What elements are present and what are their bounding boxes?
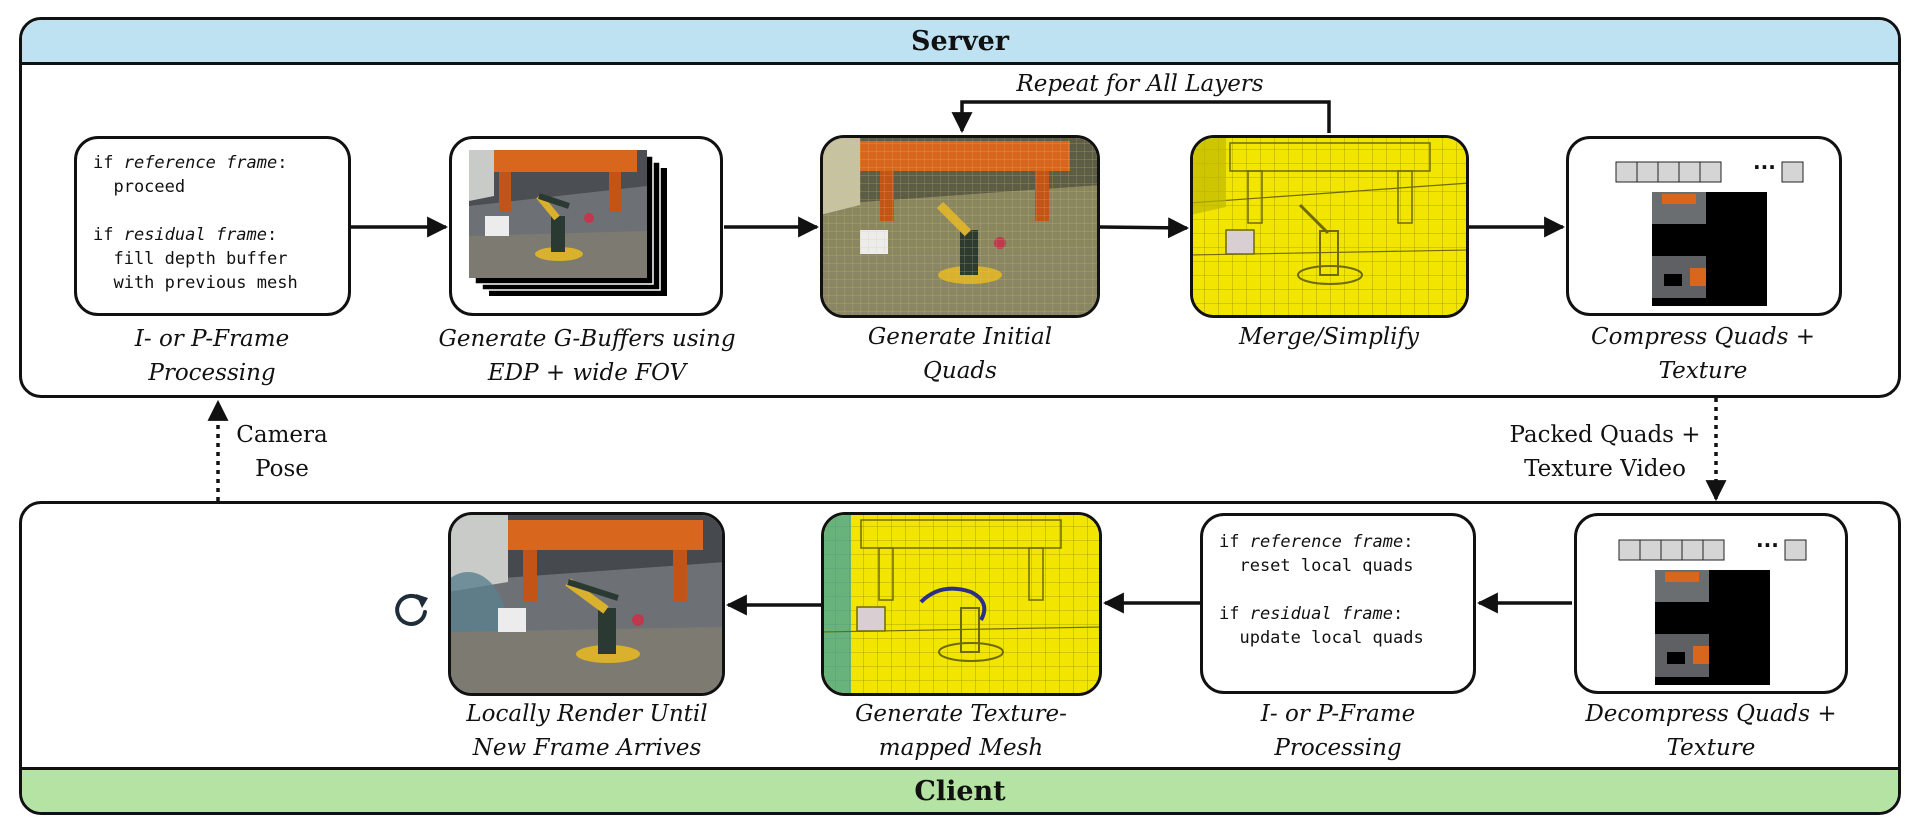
rendered-frame-image [451,515,722,693]
initial-quads-image [823,138,1097,315]
client-frame-code: if reference frame: reset local quads if… [1219,532,1424,648]
server-title: Server [22,20,1898,65]
client-step3-caption: Generate Texture-mapped Mesh [855,701,1067,761]
repeat-layers-label: Repeat for All Layers [1016,71,1264,97]
decompress-ellipsis: ··· [1756,533,1779,557]
server-compress-box: ··· [1566,136,1842,316]
packed-quads-label: Packed Quads +Texture Video [1509,422,1701,482]
refresh-icon [395,593,428,626]
merge-simplify-image [1193,138,1466,315]
compress-ellipsis: ··· [1753,155,1776,179]
server-frame-code: if reference frame: proceed if residual … [93,153,298,293]
textured-mesh-image [824,515,1099,693]
gbuffer-stack-image [469,150,667,296]
server-frame-processing-box: if reference frame: proceed if residual … [74,136,351,316]
client-decompress-box: ··· [1574,513,1848,694]
client-frame-processing-box: if reference frame: reset local quads if… [1200,513,1476,694]
client-textured-mesh-box [821,512,1102,696]
server-step4-caption: Merge/Simplify [1238,324,1420,350]
client-title: Client [22,767,1898,812]
server-step5-caption: Compress Quads +Texture [1591,324,1815,384]
client-step1-caption: Decompress Quads +Texture [1585,701,1837,761]
client-render-box [448,512,725,696]
server-gbuffer-box [449,136,723,316]
decompressed-texture-image [1618,539,1807,685]
server-initial-quads-box [820,135,1100,318]
compressed-texture-image [1615,161,1804,306]
server-merge-simplify-box [1190,135,1469,318]
